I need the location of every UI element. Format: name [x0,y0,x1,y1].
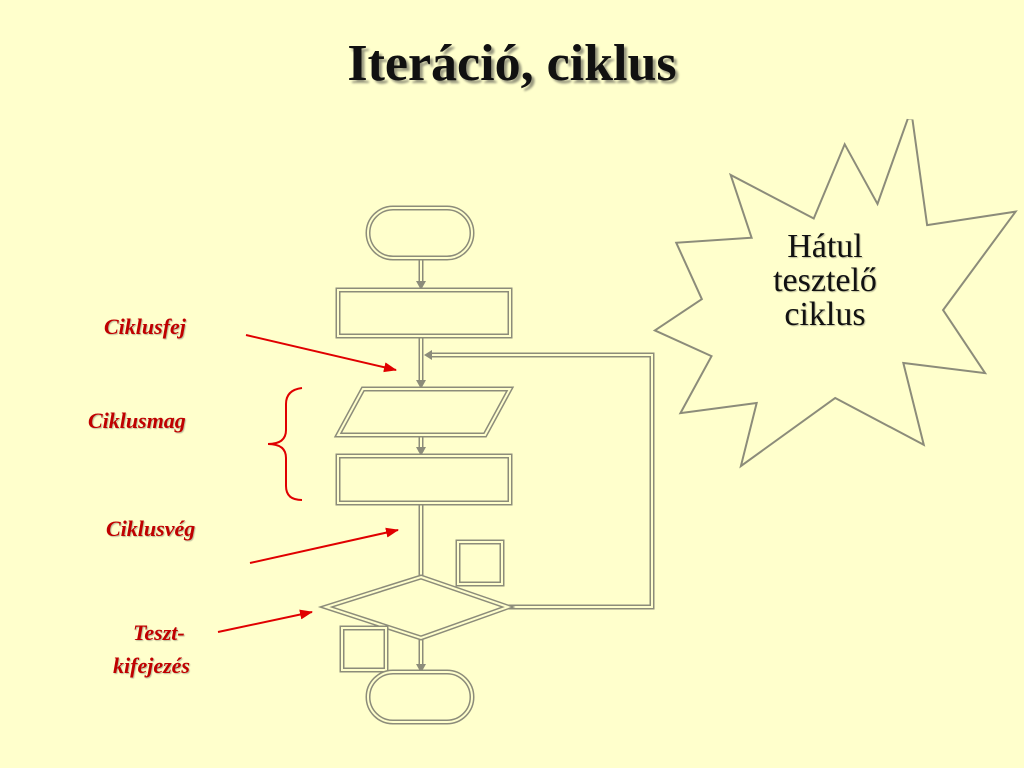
ciklusfej-arrow [245,334,397,373]
ciklusmag-brace [267,387,303,501]
end-terminal [365,669,475,725]
start-terminal [365,205,475,261]
teszt-arrow [217,609,313,633]
io-parallelogram [333,386,515,438]
branch-marker-upper [455,539,505,587]
branch-marker-lower [339,625,389,673]
starburst-line3: ciklus [784,296,866,333]
starburst-text: Hátul tesztelő ciklus [740,230,910,332]
starburst-line2: tesztelő [773,262,877,299]
body-process-box [335,453,513,506]
ciklusmag-label: Ciklusmag [88,408,186,433]
init-process-box [335,287,513,339]
ciklusfej-label: Ciklusfej [104,314,186,339]
starburst-line1: Hátul [787,228,863,265]
slide-title: Iteráció, ciklus [347,35,677,92]
teszt-label-line1: Teszt- [133,620,185,645]
teszt-label-line2: kifejezés [113,653,190,678]
ciklusveg-label: Ciklusvég [106,516,196,541]
ciklusveg-arrow [249,527,399,564]
